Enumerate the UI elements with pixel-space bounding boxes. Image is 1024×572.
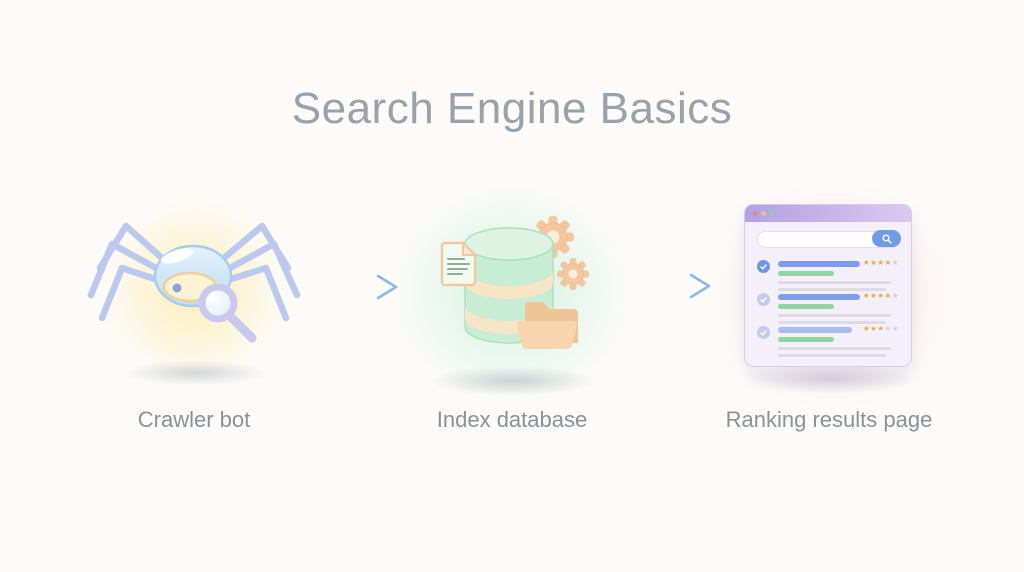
results-list: ★★★★★ ★★★★★ [745, 248, 911, 357]
result-text-bars [778, 294, 899, 324]
check-icon [757, 293, 770, 306]
check-icon [757, 326, 770, 339]
arrow-right-icon [621, 273, 711, 299]
step-label-index: Index database [436, 407, 588, 432]
star-rating: ★★★★★ [862, 291, 899, 300]
result-text-bars [778, 327, 899, 357]
result-text-bars [778, 261, 899, 291]
magnifier-icon [882, 234, 892, 244]
gear-small-icon [557, 258, 589, 290]
spider-crawler-icon [87, 222, 301, 343]
page-title: Search Engine Basics [291, 84, 733, 133]
illustrated-search-bar [757, 230, 901, 248]
result-row: ★★★★★ [757, 291, 899, 324]
result-row: ★★★★★ [757, 324, 899, 357]
results-shadow [742, 364, 917, 394]
traffic-light-green-icon [769, 211, 774, 216]
star-rating: ★★★★★ [862, 324, 899, 333]
arrow-right-icon [308, 274, 398, 300]
database-icon [440, 216, 589, 350]
step-label-ranking: Ranking results page [725, 407, 933, 432]
search-button-illustration [872, 230, 901, 247]
results-window-icon: ★★★★★ ★★★★★ [744, 204, 912, 367]
document-icon [440, 240, 478, 287]
star-rating: ★★★★★ [862, 258, 899, 267]
traffic-light-yellow-icon [761, 211, 766, 216]
check-icon [757, 260, 770, 273]
step-label-crawler: Crawler bot [137, 407, 251, 432]
folder-icon [516, 302, 578, 350]
traffic-light-red-icon [753, 211, 758, 216]
window-titlebar [745, 205, 911, 222]
result-row: ★★★★★ [757, 258, 899, 291]
